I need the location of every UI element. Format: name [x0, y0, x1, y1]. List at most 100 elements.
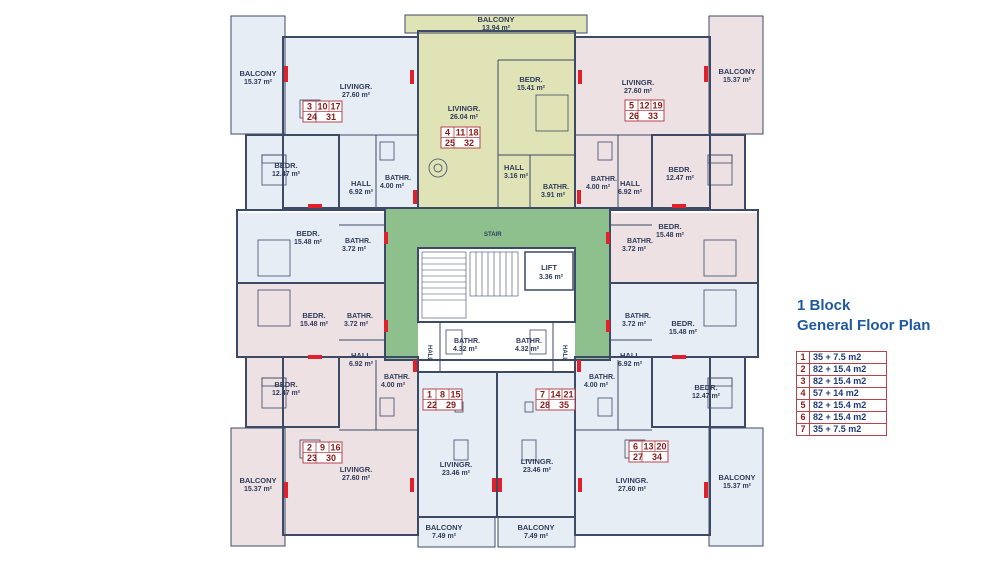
label-balcony-top: BALCONY	[477, 15, 514, 24]
area-bath-r4: 4.00 m²	[584, 382, 609, 389]
svg-text:28: 28	[540, 400, 550, 410]
area-bed-l2: 15.48 m²	[294, 239, 323, 246]
area-balcony-bcl: 7.49 m²	[432, 533, 457, 540]
area-bath-l4: 4.00 m²	[381, 382, 406, 389]
svg-text:10: 10	[317, 102, 327, 112]
label-bed-r1: BEDR.	[668, 165, 691, 174]
label-bath-r4: BATHR.	[589, 374, 615, 381]
unit-numbers-cr: 7 14 21 28 35	[535, 388, 576, 411]
area-living-top: 26.04 m²	[450, 114, 479, 121]
window-markers	[284, 66, 708, 498]
bedroom-area-right-3	[610, 284, 758, 356]
area-bath-l1: 4.00 m²	[380, 183, 405, 190]
label-balcony-tr: BALCONY	[718, 67, 755, 76]
label-balcony-bcl: BALCONY	[425, 523, 462, 532]
area-balcony-tr: 15.37 m²	[723, 77, 752, 84]
label-hall-r2: HALL	[620, 351, 640, 360]
area-bath-top: 3.91 m²	[541, 192, 566, 199]
area-living-bl: 27.60 m²	[342, 475, 371, 482]
room-labels: BALCONY 13.94 m² BALCONY 15.37 m² BALCON…	[239, 15, 755, 540]
svg-text:34: 34	[652, 452, 662, 462]
svg-text:17: 17	[330, 102, 340, 112]
area-balcony-br: 15.37 m²	[723, 483, 752, 490]
svg-text:16: 16	[330, 443, 340, 453]
svg-text:22: 22	[427, 400, 437, 410]
area-bed-r4: 12.47 m²	[692, 393, 721, 400]
bedroom-area-left-1	[246, 135, 339, 210]
area-lift: 3.36 m²	[539, 274, 564, 281]
label-bed-r2: BEDR.	[658, 222, 681, 231]
legend-no: 4	[796, 387, 810, 400]
svg-text:29: 29	[446, 400, 456, 410]
unit-area-top	[418, 31, 574, 208]
label-stair: STAIR	[484, 232, 502, 238]
area-bath-r2: 3.72 m²	[622, 246, 647, 253]
label-bed-r3: BEDR.	[671, 319, 694, 328]
area-bed-top: 15.41 m²	[517, 85, 546, 92]
svg-text:24: 24	[307, 112, 317, 122]
unit-numbers-cl: 1 8 15 22 29	[422, 388, 463, 411]
svg-text:33: 33	[648, 111, 658, 121]
area-bath-l3: 3.72 m²	[344, 321, 369, 328]
legend-value: 82 + 15.4 m2	[809, 411, 887, 424]
svg-text:9: 9	[320, 443, 325, 453]
area-bed-r3: 15.48 m²	[669, 329, 698, 336]
bedroom-area-right-1	[652, 135, 745, 210]
label-living-bcl: LIVINGR.	[440, 460, 473, 469]
legend-no: 7	[796, 423, 810, 436]
area-hall-l1: 6.92 m²	[349, 189, 374, 196]
legend-value: 57 + 14 m2	[809, 387, 887, 400]
area-balcony-bcr: 7.49 m²	[524, 533, 549, 540]
label-balcony-bl: BALCONY	[239, 476, 276, 485]
svg-text:7: 7	[540, 390, 545, 400]
label-living-bl: LIVINGR.	[340, 465, 373, 474]
label-bath-r2: BATHR.	[627, 238, 653, 245]
label-balcony-br: BALCONY	[718, 473, 755, 482]
bedroom-area-left-3	[237, 284, 385, 356]
area-balcony-tl: 15.37 m²	[244, 79, 273, 86]
label-hall-top: HALL	[504, 163, 524, 172]
legend-no: 6	[796, 411, 810, 424]
legend-no: 2	[796, 363, 810, 376]
area-living-bcl: 23.46 m²	[442, 470, 471, 477]
label-bath-l1: BATHR.	[385, 175, 411, 182]
svg-text:2: 2	[307, 443, 312, 453]
svg-text:6: 6	[633, 442, 638, 452]
svg-text:14: 14	[550, 390, 560, 400]
walls	[230, 14, 764, 548]
label-bed-l3: BEDR.	[302, 311, 325, 320]
unit-numbers-tr: 5 12 19 26 33	[624, 99, 665, 122]
lift-shaft	[524, 251, 574, 291]
svg-text:4: 4	[445, 128, 450, 138]
area-living-tr: 27.60 m²	[624, 88, 653, 95]
area-living-tl: 27.60 m²	[342, 92, 371, 99]
plan-title-line2: General Floor Plan	[797, 317, 931, 334]
label-lift: LIFT	[541, 263, 557, 272]
svg-text:11: 11	[456, 128, 466, 138]
unit-numbers-tl: 3 10 17 24 31	[302, 100, 343, 123]
area-bed-l4: 12.47 m²	[272, 390, 301, 397]
unit-numbers-top: 4 11 18 25 32	[440, 126, 481, 149]
svg-text:19: 19	[652, 101, 662, 111]
svg-text:31: 31	[326, 112, 336, 122]
label-living-bcr: LIVINGR.	[521, 457, 554, 466]
label-bath-top: BATHR.	[543, 184, 569, 191]
label-balcony-tl: BALCONY	[239, 69, 276, 78]
label-bath-r3: BATHR.	[625, 313, 651, 320]
area-bath-l2: 3.72 m²	[342, 246, 367, 253]
svg-text:8: 8	[440, 390, 445, 400]
label-bed-l4: BEDR.	[274, 380, 297, 389]
svg-text:3: 3	[307, 102, 312, 112]
legend-value: 35 + 7.5 m2	[809, 423, 887, 436]
svg-text:1: 1	[427, 390, 432, 400]
area-living-br: 27.60 m²	[618, 486, 647, 493]
area-bath-cl: 4.32 m²	[453, 346, 478, 353]
label-living-br: LIVINGR.	[616, 476, 649, 485]
plan-title-line1: 1 Block	[797, 297, 851, 314]
legend-no: 5	[796, 399, 810, 412]
svg-text:26: 26	[629, 111, 639, 121]
